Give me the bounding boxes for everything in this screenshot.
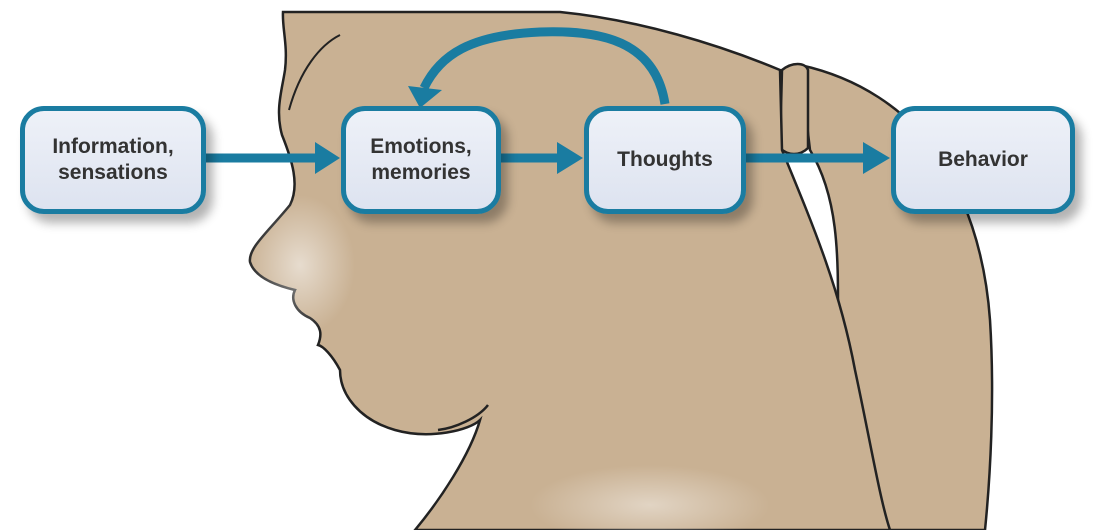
jaw-line [437, 404, 489, 432]
feedback-arrowhead [408, 86, 442, 108]
feedback-arrow [419, 27, 670, 105]
arrowhead-thoughts-to-behavior [863, 142, 890, 174]
cheek-highlight [245, 195, 355, 335]
node-thoughts: Thoughts [584, 106, 746, 214]
arrowhead-emotions-to-thoughts [557, 142, 583, 174]
node-behavior: Behavior [891, 106, 1075, 214]
hair-tie-shape [778, 62, 810, 156]
neck-highlight [530, 465, 770, 530]
node-emotions-memories: Emotions, memories [341, 106, 501, 214]
node-information-sensations: Information, sensations [20, 106, 206, 214]
arrowhead-info-to-emotions [315, 142, 340, 174]
hairline-contour [288, 34, 341, 111]
